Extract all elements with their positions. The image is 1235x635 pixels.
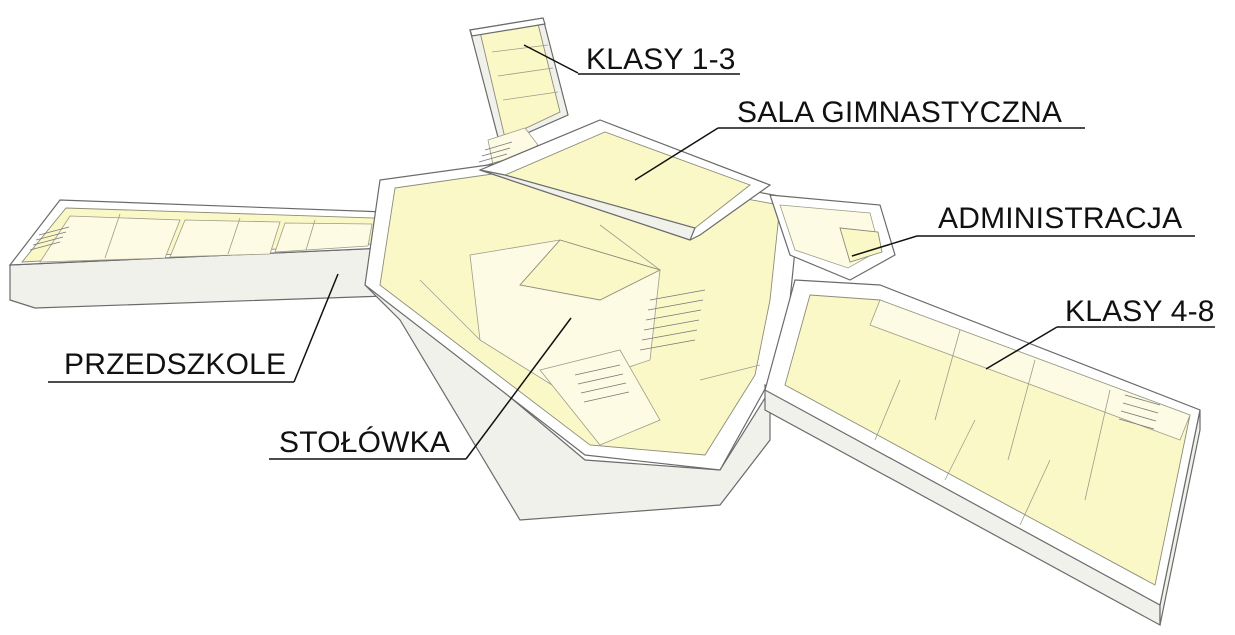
building-axonometric xyxy=(8,17,1201,627)
text-administracja: ADMINISTRACJA xyxy=(938,202,1182,235)
leader-administracja xyxy=(851,235,918,257)
wing-przedszkole xyxy=(8,199,386,309)
label-stolowka: STOŁÓWKA xyxy=(269,317,572,460)
label-administracja: ADMINISTRACJA xyxy=(851,202,1195,257)
leader-przedszkole xyxy=(293,273,339,383)
wing-klasy-1-3 xyxy=(469,17,569,181)
text-klasy-1-3: KLASY 1-3 xyxy=(586,43,736,76)
label-klasy-1-3: KLASY 1-3 xyxy=(523,43,740,76)
text-klasy-4-8: KLASY 4-8 xyxy=(1065,295,1215,328)
leader-klasy-4-8 xyxy=(985,326,1058,370)
text-sala-gimnastyczna: SALA GIMNASTYCZNA xyxy=(737,96,1062,129)
administracja-block xyxy=(769,194,896,281)
leader-klasy-1-3 xyxy=(523,44,579,74)
label-przedszkole: PRZEDSZKOLE xyxy=(48,273,339,383)
text-stolowka: STOŁÓWKA xyxy=(279,426,450,459)
label-sala-gimnastyczna: SALA GIMNASTYCZNA xyxy=(634,96,1085,181)
leader-sala-gimnastyczna xyxy=(634,127,719,181)
text-przedszkole: PRZEDSZKOLE xyxy=(64,348,286,381)
leader-stolowka xyxy=(465,317,572,460)
label-klasy-4-8: KLASY 4-8 xyxy=(985,295,1215,370)
wing-klasy-4-8 xyxy=(764,279,1201,627)
sala-gimnastyczna-hall xyxy=(478,119,772,241)
